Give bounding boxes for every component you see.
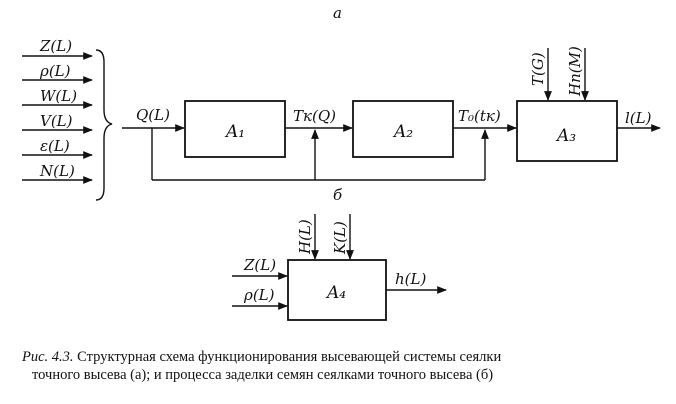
block-a2 [352,100,454,158]
b-output-label: h(L) [395,270,426,288]
output-label-a: l(L) [625,109,652,127]
input-label-n: N(L) [39,162,75,180]
figure-caption: Рис. 4.3. Структурная схема функциониров… [22,348,662,384]
block-a1 [184,100,286,158]
input-label-z: Z(L) [39,37,72,55]
input-label-w: W(L) [40,87,77,105]
b-top-input-label-h: H(L) [296,219,314,255]
input-label-rho: ρ(L) [39,62,71,80]
caption-line-1: Структурная схема функционирования высев… [77,349,502,365]
grouping-brace [95,49,113,201]
signal-t0-label: T₀(tк) [458,107,501,125]
input-label-epsilon: ε(L) [40,137,70,155]
diagram-b-label: б [333,186,343,204]
caption-line-2: точного высева (а); и процесса заделки с… [32,367,494,383]
top-input-label-tg: T(G) [529,52,547,86]
block-a3 [516,100,618,162]
input-label-v: V(L) [40,112,73,130]
top-input-label-hn: Hп(M) [566,46,584,97]
b-input-label-z: Z(L) [243,256,276,274]
main-input-label: Q(L) [136,106,170,124]
block-a1-label: A₁ [224,122,245,142]
signal-tk-label: Tк(Q) [293,107,336,125]
block-a3-label: A₃ [555,126,576,146]
diagram-a-label: а [333,4,342,22]
b-input-label-rho: ρ(L) [243,286,275,304]
caption-prefix: Рис. 4.3. [22,349,74,365]
b-top-input-label-k: K(L) [331,221,349,255]
block-a4-label: A₄ [325,283,346,303]
block-a2-label: A₂ [392,122,413,142]
